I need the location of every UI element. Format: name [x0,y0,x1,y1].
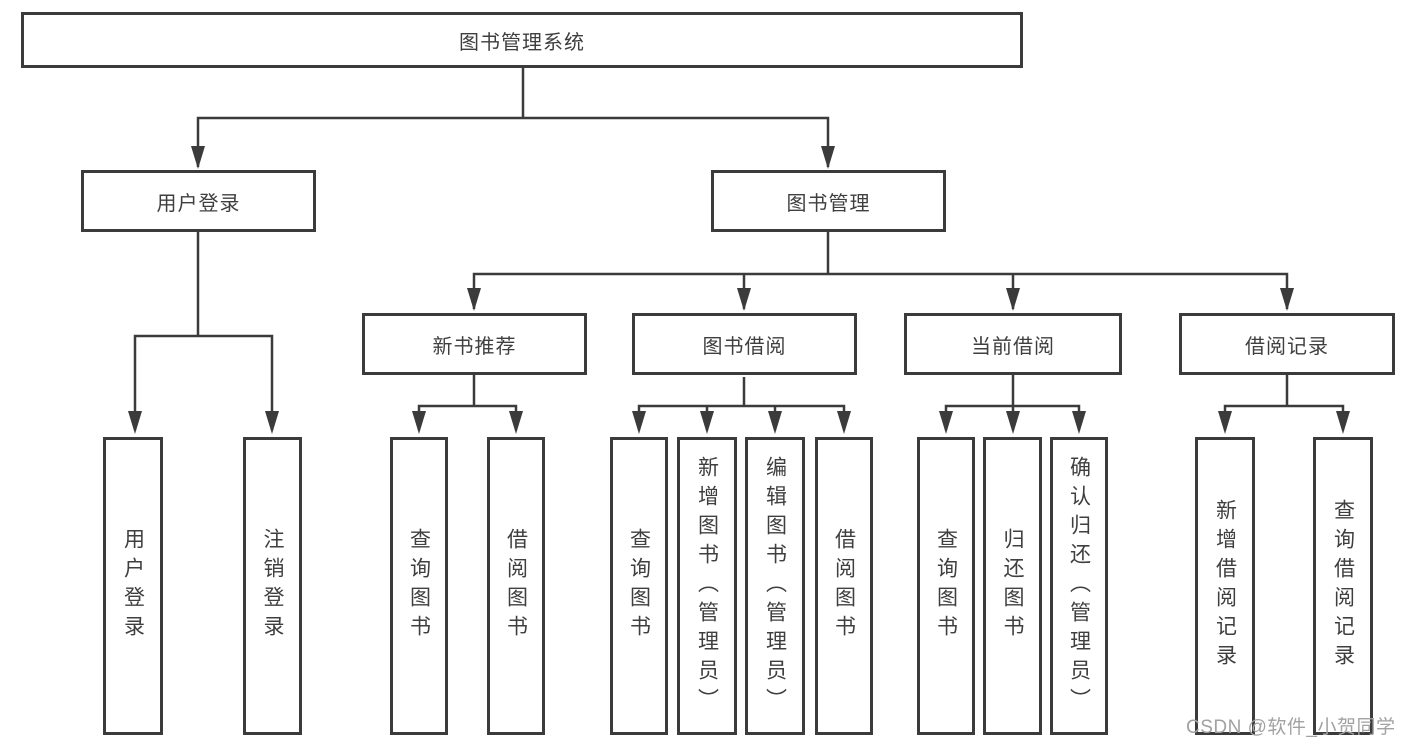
leaf-confirm-return-admin: 确认归还（管理员） [1050,437,1108,735]
leaf-edit-books-admin: 编辑图书（管理员） [745,437,805,735]
leaf-borrow-books-2: 借阅图书 [815,437,873,735]
leaf-confirm-return-admin-label: 确认归还（管理员） [1067,455,1091,717]
leaf-query-borrow-record: 查询借阅记录 [1313,437,1373,735]
node-borrowing-records-label: 借阅记录 [1245,335,1329,358]
leaf-borrow-books-1: 借阅图书 [487,437,545,735]
leaf-return-books-label: 归还图书 [1001,528,1024,644]
leaf-logout-label: 注销登录 [261,528,284,644]
leaf-add-books-admin: 新增图书（管理员） [677,437,737,735]
node-new-book-recommend: 新书推荐 [362,313,587,375]
node-book-borrowing: 图书借阅 [632,313,857,375]
node-book-management: 图书管理 [711,170,946,232]
leaf-borrow-books-2-label: 借阅图书 [832,528,856,644]
node-borrowing-records: 借阅记录 [1179,313,1395,375]
leaf-query-borrow-record-label: 查询借阅记录 [1331,499,1355,673]
leaf-query-books-1: 查询图书 [390,437,448,735]
leaf-query-books-2-label: 查询图书 [627,528,651,644]
node-current-borrowing-label: 当前借阅 [971,335,1055,358]
node-root-label: 图书管理系统 [459,31,585,54]
watermark: CSDN @软件_小贺同学 [1186,717,1396,738]
leaf-logout: 注销登录 [243,437,302,735]
leaf-user-login-label: 用户登录 [121,528,145,644]
leaf-return-books: 归还图书 [983,437,1042,735]
node-user-login-label: 用户登录 [156,192,241,215]
node-new-book-recommend-label: 新书推荐 [432,335,517,358]
leaf-edit-books-admin-label: 编辑图书（管理员） [763,455,787,717]
leaf-add-borrow-record-label: 新增借阅记录 [1213,499,1237,673]
leaf-borrow-books-1-label: 借阅图书 [504,528,528,644]
arrowhead-icons [128,146,1350,434]
leaf-query-books-2: 查询图书 [610,437,668,735]
leaf-add-books-admin-label: 新增图书（管理员） [695,455,719,717]
leaf-query-books-1-label: 查询图书 [407,528,431,644]
node-book-borrowing-label: 图书借阅 [702,335,787,358]
leaf-user-login: 用户登录 [103,437,163,735]
leaf-add-borrow-record: 新增借阅记录 [1195,437,1255,735]
node-current-borrowing: 当前借阅 [904,313,1122,375]
node-root-system: 图书管理系统 [21,12,1023,68]
leaf-query-books-3-label: 查询图书 [934,528,958,644]
node-user-login: 用户登录 [81,170,316,232]
leaf-query-books-3: 查询图书 [917,437,975,735]
node-book-management-label: 图书管理 [786,192,871,215]
